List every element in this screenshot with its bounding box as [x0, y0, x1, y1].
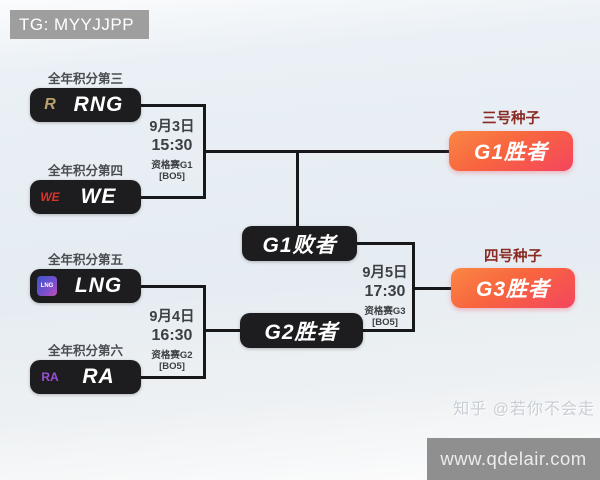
team-name: RNG [73, 93, 124, 116]
seed-label-third: 三号种子 [482, 111, 540, 127]
lng-logo-icon: LNG [37, 276, 57, 296]
match-date: 9月5日 [362, 265, 408, 281]
rank-label-fifth: 全年积分第五 [47, 253, 123, 267]
tg-badge: TG: MYYJJPP [10, 10, 149, 39]
we-logo-icon: WE [40, 190, 60, 204]
team-box-rng: R RNG [30, 88, 141, 122]
connector-line [203, 285, 206, 379]
team-name: WE [80, 185, 117, 208]
rng-logo-icon: R [44, 96, 56, 113]
connector-line [203, 329, 243, 332]
team-box-ra: RA RA [30, 360, 141, 394]
rank-label-third: 全年积分第三 [47, 72, 123, 86]
connector-line [203, 150, 451, 153]
connector-line [296, 150, 299, 228]
match-time: 17:30 [364, 283, 406, 300]
team-name: RA [82, 365, 115, 388]
match-stage: 资格赛G3 [364, 306, 406, 317]
connector-line [357, 242, 415, 245]
team-box-lng: LNG LNG [30, 269, 141, 303]
match-format: [BO5] [372, 317, 398, 328]
rank-label-sixth: 全年积分第六 [47, 344, 123, 358]
connector-line [141, 285, 206, 288]
match-stage: 资格赛G2 [151, 350, 193, 361]
node-g1-loser: G1败者 [242, 226, 357, 261]
connector-line [141, 376, 206, 379]
connector-line [412, 287, 454, 290]
team-box-we: WE WE [30, 180, 141, 214]
rank-label-fourth: 全年积分第四 [47, 164, 123, 178]
zhihu-watermark: 知乎 @若你不会走 [453, 401, 595, 418]
footer-url: www.qdelair.com [427, 438, 600, 480]
team-name: LNG [74, 274, 123, 297]
node-g2-winner: G2胜者 [240, 313, 363, 348]
result-box-g1-winner: G1胜者 [449, 131, 573, 171]
connector-line [141, 196, 206, 199]
seed-label-fourth: 四号种子 [484, 249, 542, 265]
match-format: [BO5] [159, 171, 185, 182]
match-date: 9月4日 [149, 309, 195, 325]
match-stage: 资格赛G1 [151, 160, 193, 171]
connector-line [141, 104, 206, 107]
match-info-g1: 9月3日 15:30 资格赛G1 [BO5] [137, 115, 207, 182]
match-time: 16:30 [151, 327, 193, 344]
match-time: 15:30 [151, 137, 193, 154]
result-box-g3-winner: G3胜者 [451, 268, 575, 308]
connector-line [363, 329, 415, 332]
ra-logo-icon: RA [41, 370, 59, 384]
match-info-g3: 9月5日 17:30 资格赛G3 [BO5] [350, 261, 420, 328]
match-info-g2: 9月4日 16:30 资格赛G2 [BO5] [137, 305, 207, 372]
match-format: [BO5] [159, 361, 185, 372]
match-date: 9月3日 [149, 119, 195, 135]
